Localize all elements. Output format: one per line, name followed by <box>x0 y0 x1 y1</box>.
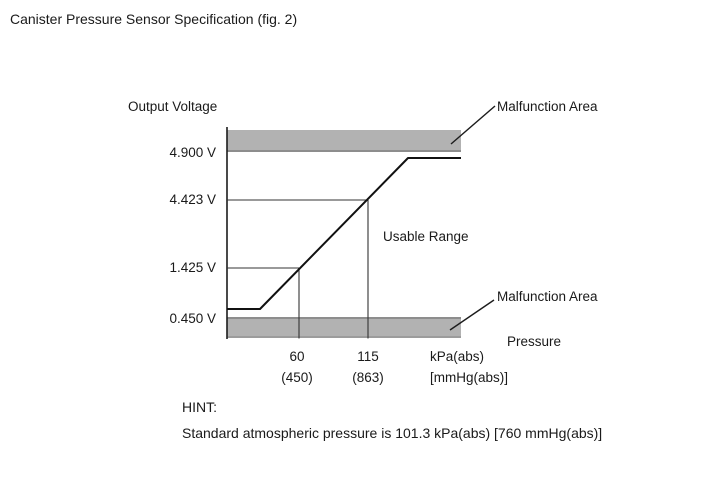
hint-text: Standard atmospheric pressure is 101.3 k… <box>182 425 603 441</box>
usable-range-label: Usable Range <box>383 229 469 244</box>
y-tick-0450v: 0.450 V <box>169 311 216 326</box>
malfunction-area-label-top: Malfunction Area <box>497 99 598 114</box>
sensor-output-curve <box>227 157 461 310</box>
y-axis-title: Output Voltage <box>128 99 218 114</box>
x-axis-unit-kpa: kPa(abs) <box>430 349 485 364</box>
x-axis-title: Pressure <box>507 334 562 349</box>
y-tick-4900v: 4.900 V <box>169 145 216 160</box>
x-tick-60kpa: 60 (450) <box>257 346 337 388</box>
x-axis-unit-mmhg: [mmHg(abs)] <box>430 370 509 385</box>
malfunction-band-bottom <box>227 317 461 338</box>
malfunction-band-top <box>227 130 461 152</box>
x-axis-units: kPa(abs) [mmHg(abs)] <box>430 346 580 388</box>
y-tick-4423v: 4.423 V <box>169 192 216 207</box>
leader-line-malfunction-top <box>450 105 496 145</box>
figure-title: Canister Pressure Sensor Specification (… <box>10 11 298 27</box>
x-tick-60kpa-mmhg: (450) <box>281 370 313 385</box>
x-tick-60kpa-value: 60 <box>289 349 305 364</box>
malfunction-area-label-bottom: Malfunction Area <box>497 289 598 304</box>
leader-line-malfunction-bottom <box>449 299 495 331</box>
hint-label: HINT: <box>182 399 217 415</box>
y-tick-1425v: 1.425 V <box>169 260 216 275</box>
x-tick-115kpa-value: 115 <box>357 349 379 364</box>
x-tick-115kpa-mmhg: (863) <box>352 370 384 385</box>
x-tick-115kpa: 115 (863) <box>328 346 408 388</box>
